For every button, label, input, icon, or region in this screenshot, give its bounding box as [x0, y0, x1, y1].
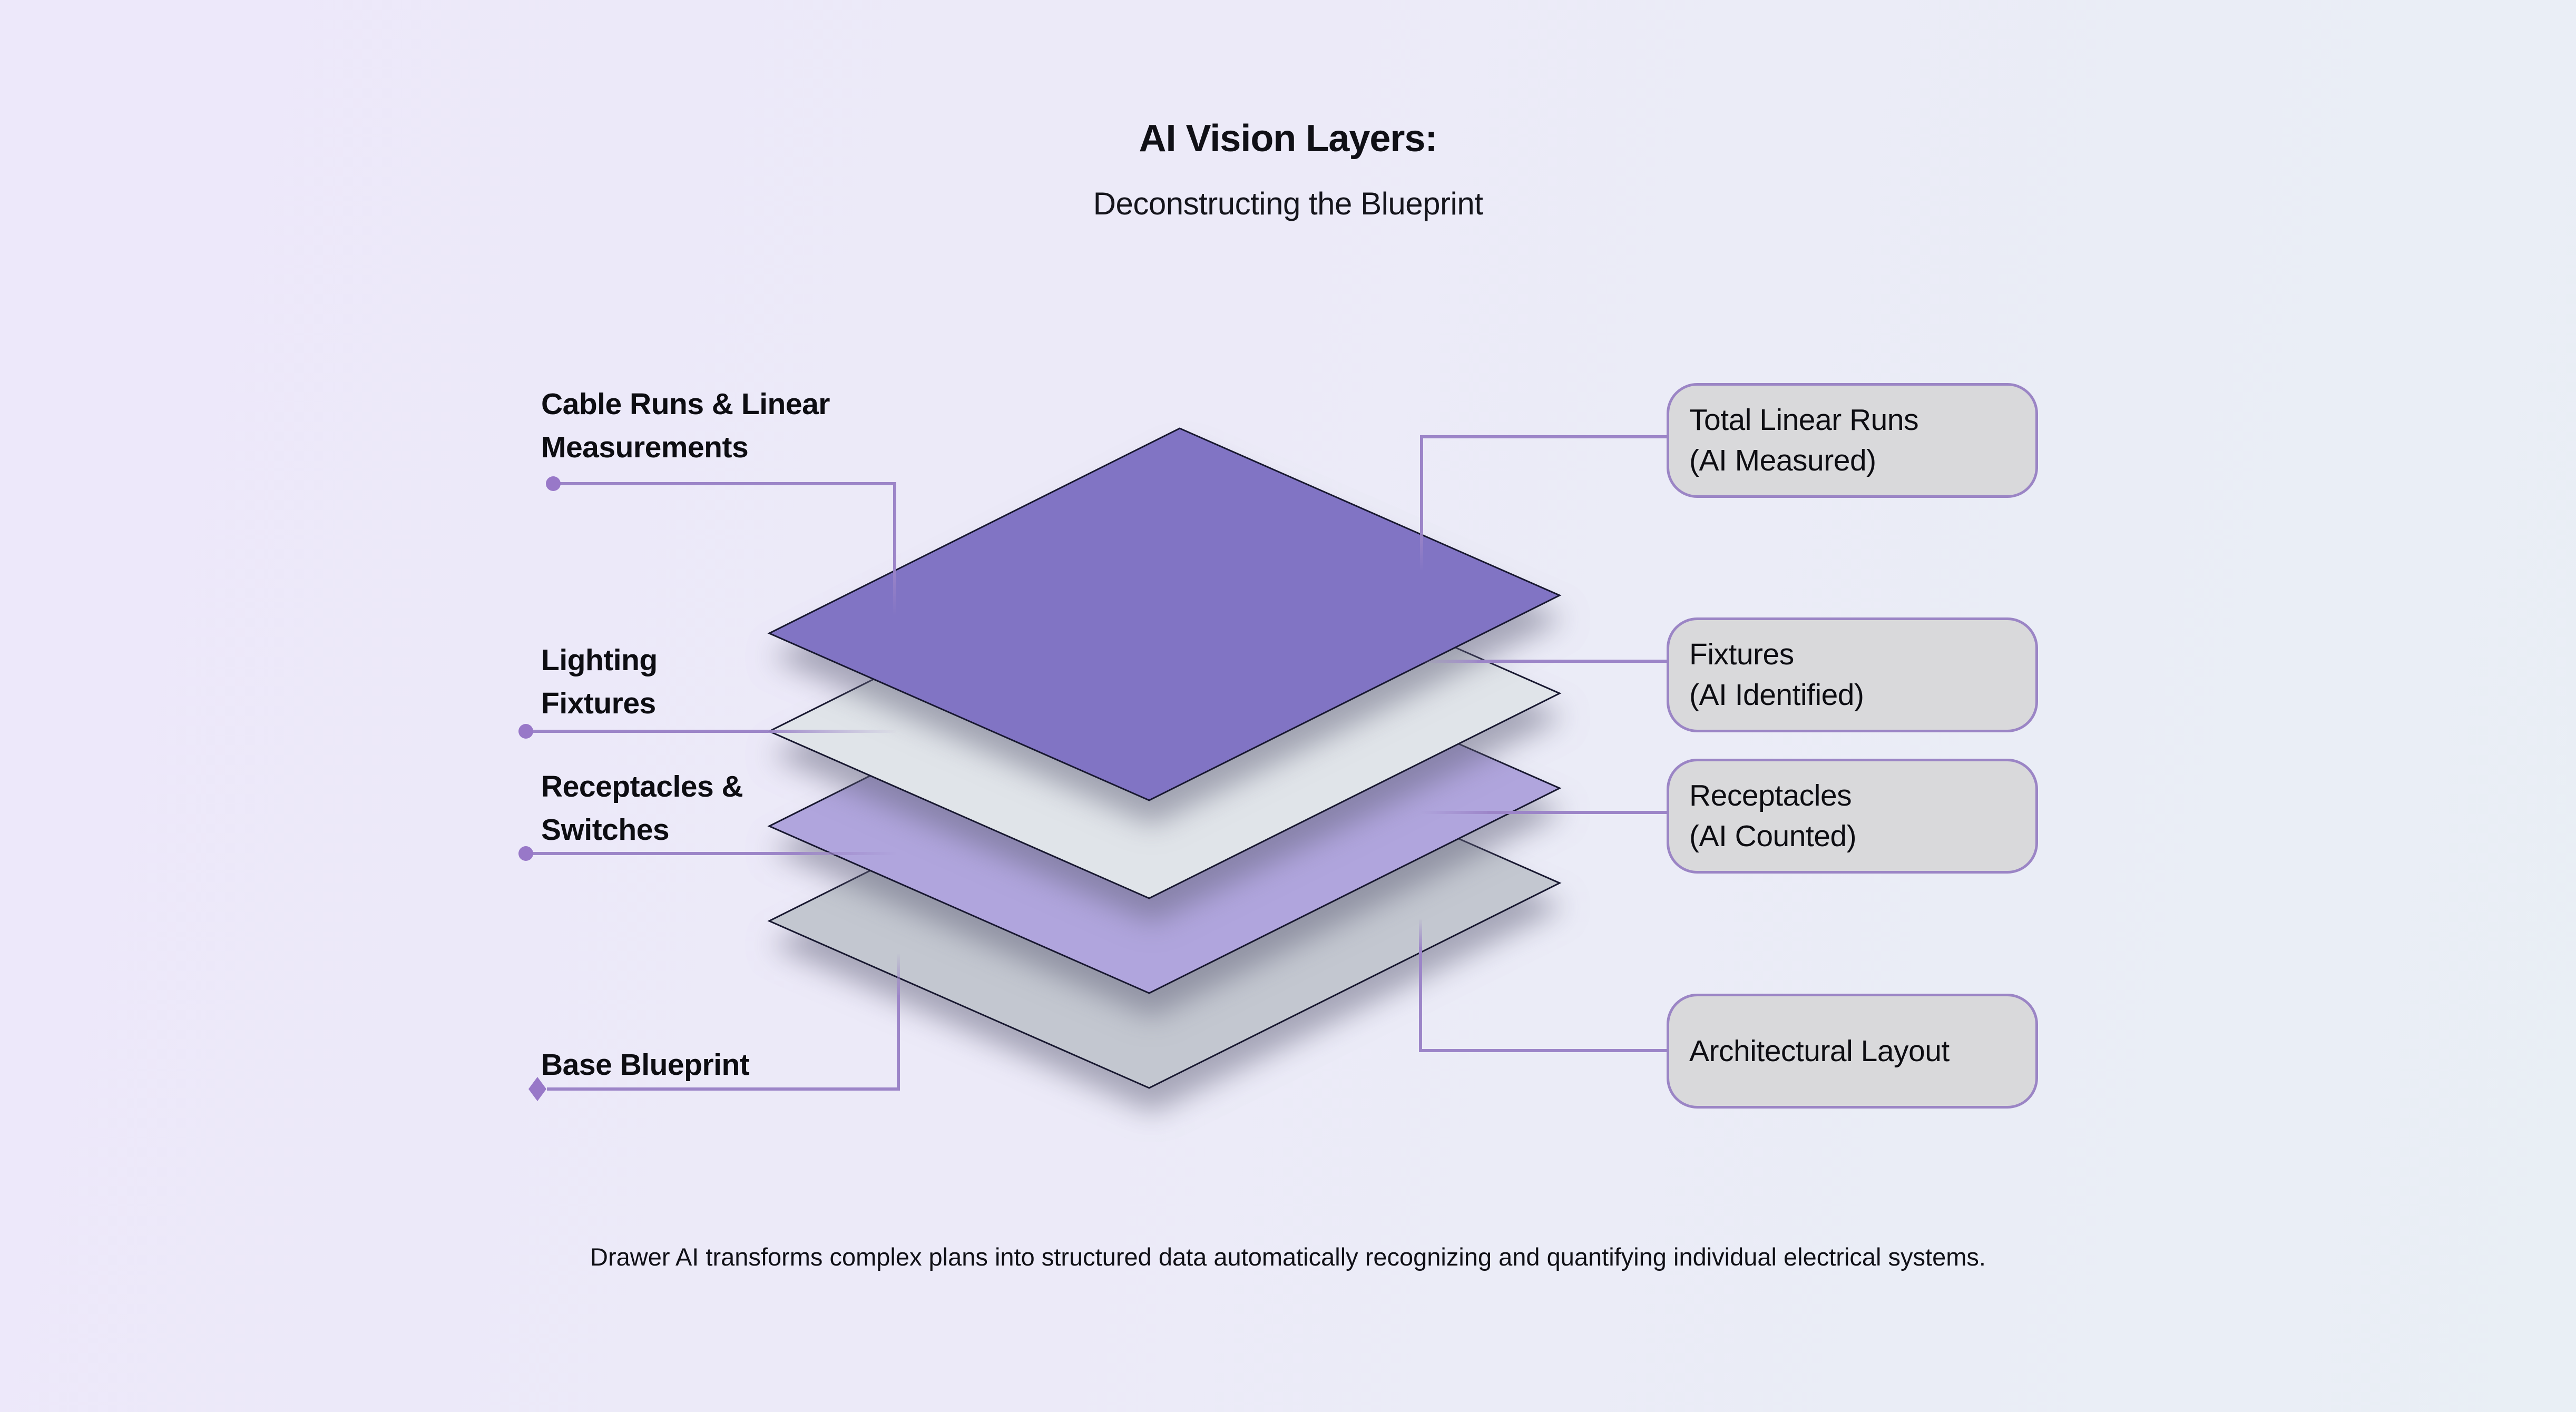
- connector-dot-lighting-fixtures: [518, 724, 533, 739]
- label-base-blueprint-line1: Base Blueprint: [541, 1048, 750, 1082]
- page-title: AI Vision Layers:: [1139, 117, 1438, 160]
- callout-fixtures-line2: (AI Identified): [1689, 678, 1864, 712]
- callout-fixtures-line1: Fixtures: [1689, 638, 1794, 671]
- label-base-blueprint: Base Blueprint: [541, 1043, 750, 1086]
- callout-architectural-layout-line1: Architectural Layout: [1689, 1034, 1950, 1068]
- connector-cable-runs: [560, 482, 896, 569]
- label-cable-runs: Cable Runs & Linear Measurements: [541, 383, 830, 469]
- label-cable-runs-line2: Measurements: [541, 430, 749, 464]
- callout-receptacles-line1: Receptacles: [1689, 779, 1852, 812]
- callout-total-linear-runs-line1: Total Linear Runs: [1689, 403, 1919, 437]
- footer-caption: Drawer AI transforms complex plans into …: [590, 1243, 1986, 1271]
- connector-total-linear-runs: [1420, 435, 1668, 533]
- layer-shape-cable-runs: [767, 427, 1562, 801]
- callout-total-linear-runs: Total Linear Runs (AI Measured): [1667, 383, 2038, 498]
- label-lighting-fixtures-line1: Lighting: [541, 643, 658, 677]
- connector-architectural-layout: [1419, 947, 1668, 1052]
- connector-dot-base-blueprint: [528, 1077, 546, 1101]
- connector-dot-cable-runs: [546, 476, 561, 491]
- label-lighting-fixtures-line2: Fixtures: [541, 687, 656, 720]
- callout-receptacles: Receptacles (AI Counted): [1667, 759, 2038, 874]
- label-lighting-fixtures: Lighting Fixtures: [541, 639, 658, 725]
- connector-dot-receptacles-switches: [518, 846, 533, 861]
- label-receptacles-switches-line1: Receptacles &: [541, 770, 743, 803]
- callout-total-linear-runs-line2: (AI Measured): [1689, 444, 1876, 477]
- page-subtitle: Deconstructing the Blueprint: [1093, 186, 1483, 221]
- label-receptacles-switches-line2: Switches: [541, 813, 670, 847]
- label-receptacles-switches: Receptacles & Switches: [541, 765, 743, 851]
- callout-receptacles-line2: (AI Counted): [1689, 819, 1857, 853]
- callout-architectural-layout: Architectural Layout: [1667, 994, 2038, 1109]
- label-cable-runs-line1: Cable Runs & Linear: [541, 387, 830, 421]
- connector-base-blueprint: [547, 995, 900, 1091]
- callout-fixtures: Fixtures (AI Identified): [1667, 617, 2038, 732]
